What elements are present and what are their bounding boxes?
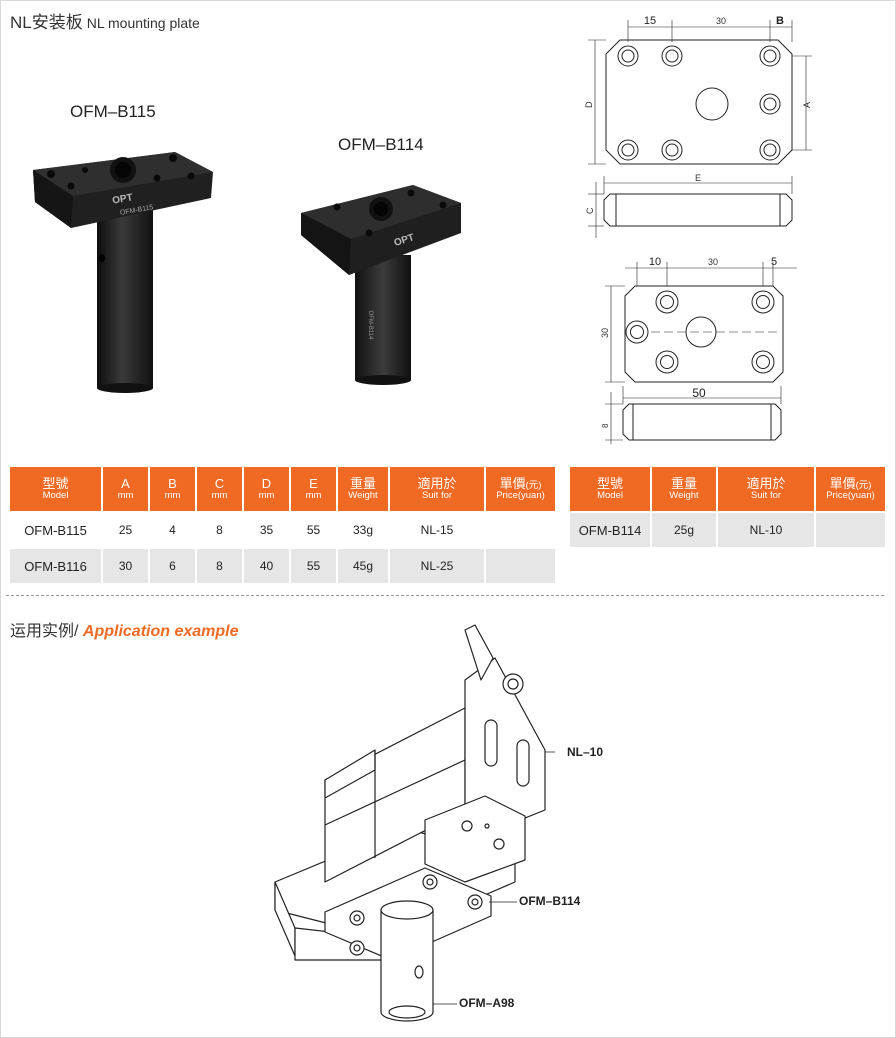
engraving-model-b114: OFM-B114 <box>367 311 373 341</box>
application-title: 运用实例/ Application example <box>10 617 239 641</box>
cell-c: 8 <box>197 549 242 583</box>
cell-weight: 45g <box>338 549 388 583</box>
dim-a: A <box>802 102 812 108</box>
col-header-price: 單價(元)Price(yuan) <box>816 467 885 511</box>
cell-model: OFM-B115 <box>10 513 101 547</box>
cell-c: 8 <box>197 513 242 547</box>
callout-ofm-a98: OFM–A98 <box>459 996 515 1010</box>
col-header-price: 單價(元)Price(yuan) <box>486 467 555 511</box>
product-label-b115: OFM–B115 <box>70 102 156 121</box>
cell-price <box>816 513 885 547</box>
cell-a: 30 <box>103 549 148 583</box>
application-title-en: Application example <box>82 623 239 640</box>
technical-drawing-b114-top-view: 10 30 5 30 <box>600 256 797 383</box>
dim-30-vertical: 30 <box>600 328 610 338</box>
section-divider <box>6 595 884 596</box>
dim-50: 50 <box>692 386 706 400</box>
cell-suit-for: NL-10 <box>718 513 814 547</box>
cell-model: OFM-B116 <box>10 549 101 583</box>
cell-d: 40 <box>244 549 289 583</box>
cell-d: 35 <box>244 513 289 547</box>
title-zh: NL安装板 <box>10 13 83 32</box>
cell-b: 4 <box>150 513 195 547</box>
product-label-b114: OFM–B114 <box>338 135 424 154</box>
technical-drawing-b114-side-view: 50 8 <box>601 386 782 444</box>
dim-d: D <box>584 101 594 108</box>
cell-price <box>486 549 555 583</box>
dim-8: 8 <box>601 423 610 428</box>
cell-e: 55 <box>291 549 336 583</box>
table-row: OFM-B114 25g NL-10 <box>570 513 885 547</box>
dim-30-b114: 30 <box>708 257 718 267</box>
cell-weight: 33g <box>338 513 388 547</box>
table-row: OFM-B116 30 6 8 40 55 45g NL-25 <box>10 549 555 583</box>
technical-drawing-top-view: 15 30 B D A <box>584 15 812 165</box>
application-illustration <box>274 624 555 1022</box>
cell-weight: 25g <box>652 513 716 547</box>
engraving-brand-b115: OPT <box>111 192 133 206</box>
product-photo-b115: OPT OFM-B115 <box>33 152 213 393</box>
table-row: OFM-B115 25 4 8 35 55 33g NL-15 <box>10 513 555 547</box>
dim-15: 15 <box>644 15 656 27</box>
callout-nl-10: NL–10 <box>567 745 604 759</box>
callout-ofm-b114: OFM–B114 <box>519 894 581 908</box>
application-title-zh: 运用实例/ <box>10 623 79 640</box>
cell-e: 55 <box>291 513 336 547</box>
dim-c: C <box>585 207 595 214</box>
cell-b: 6 <box>150 549 195 583</box>
cell-suit-for: NL-25 <box>390 549 484 583</box>
cell-suit-for: NL-15 <box>390 513 484 547</box>
dim-30: 30 <box>716 16 726 26</box>
dim-10: 10 <box>649 256 661 268</box>
dim-5: 5 <box>771 256 777 268</box>
dim-b: B <box>776 15 784 27</box>
cell-model: OFM-B114 <box>570 513 650 547</box>
product-photo-b114: OPT OFM-B114 <box>301 185 461 385</box>
cell-price <box>486 513 555 547</box>
technical-drawing-side-view: E C <box>585 173 793 238</box>
title-en: NL mounting plate <box>86 15 200 31</box>
cell-a: 25 <box>103 513 148 547</box>
dim-e: E <box>695 173 701 183</box>
